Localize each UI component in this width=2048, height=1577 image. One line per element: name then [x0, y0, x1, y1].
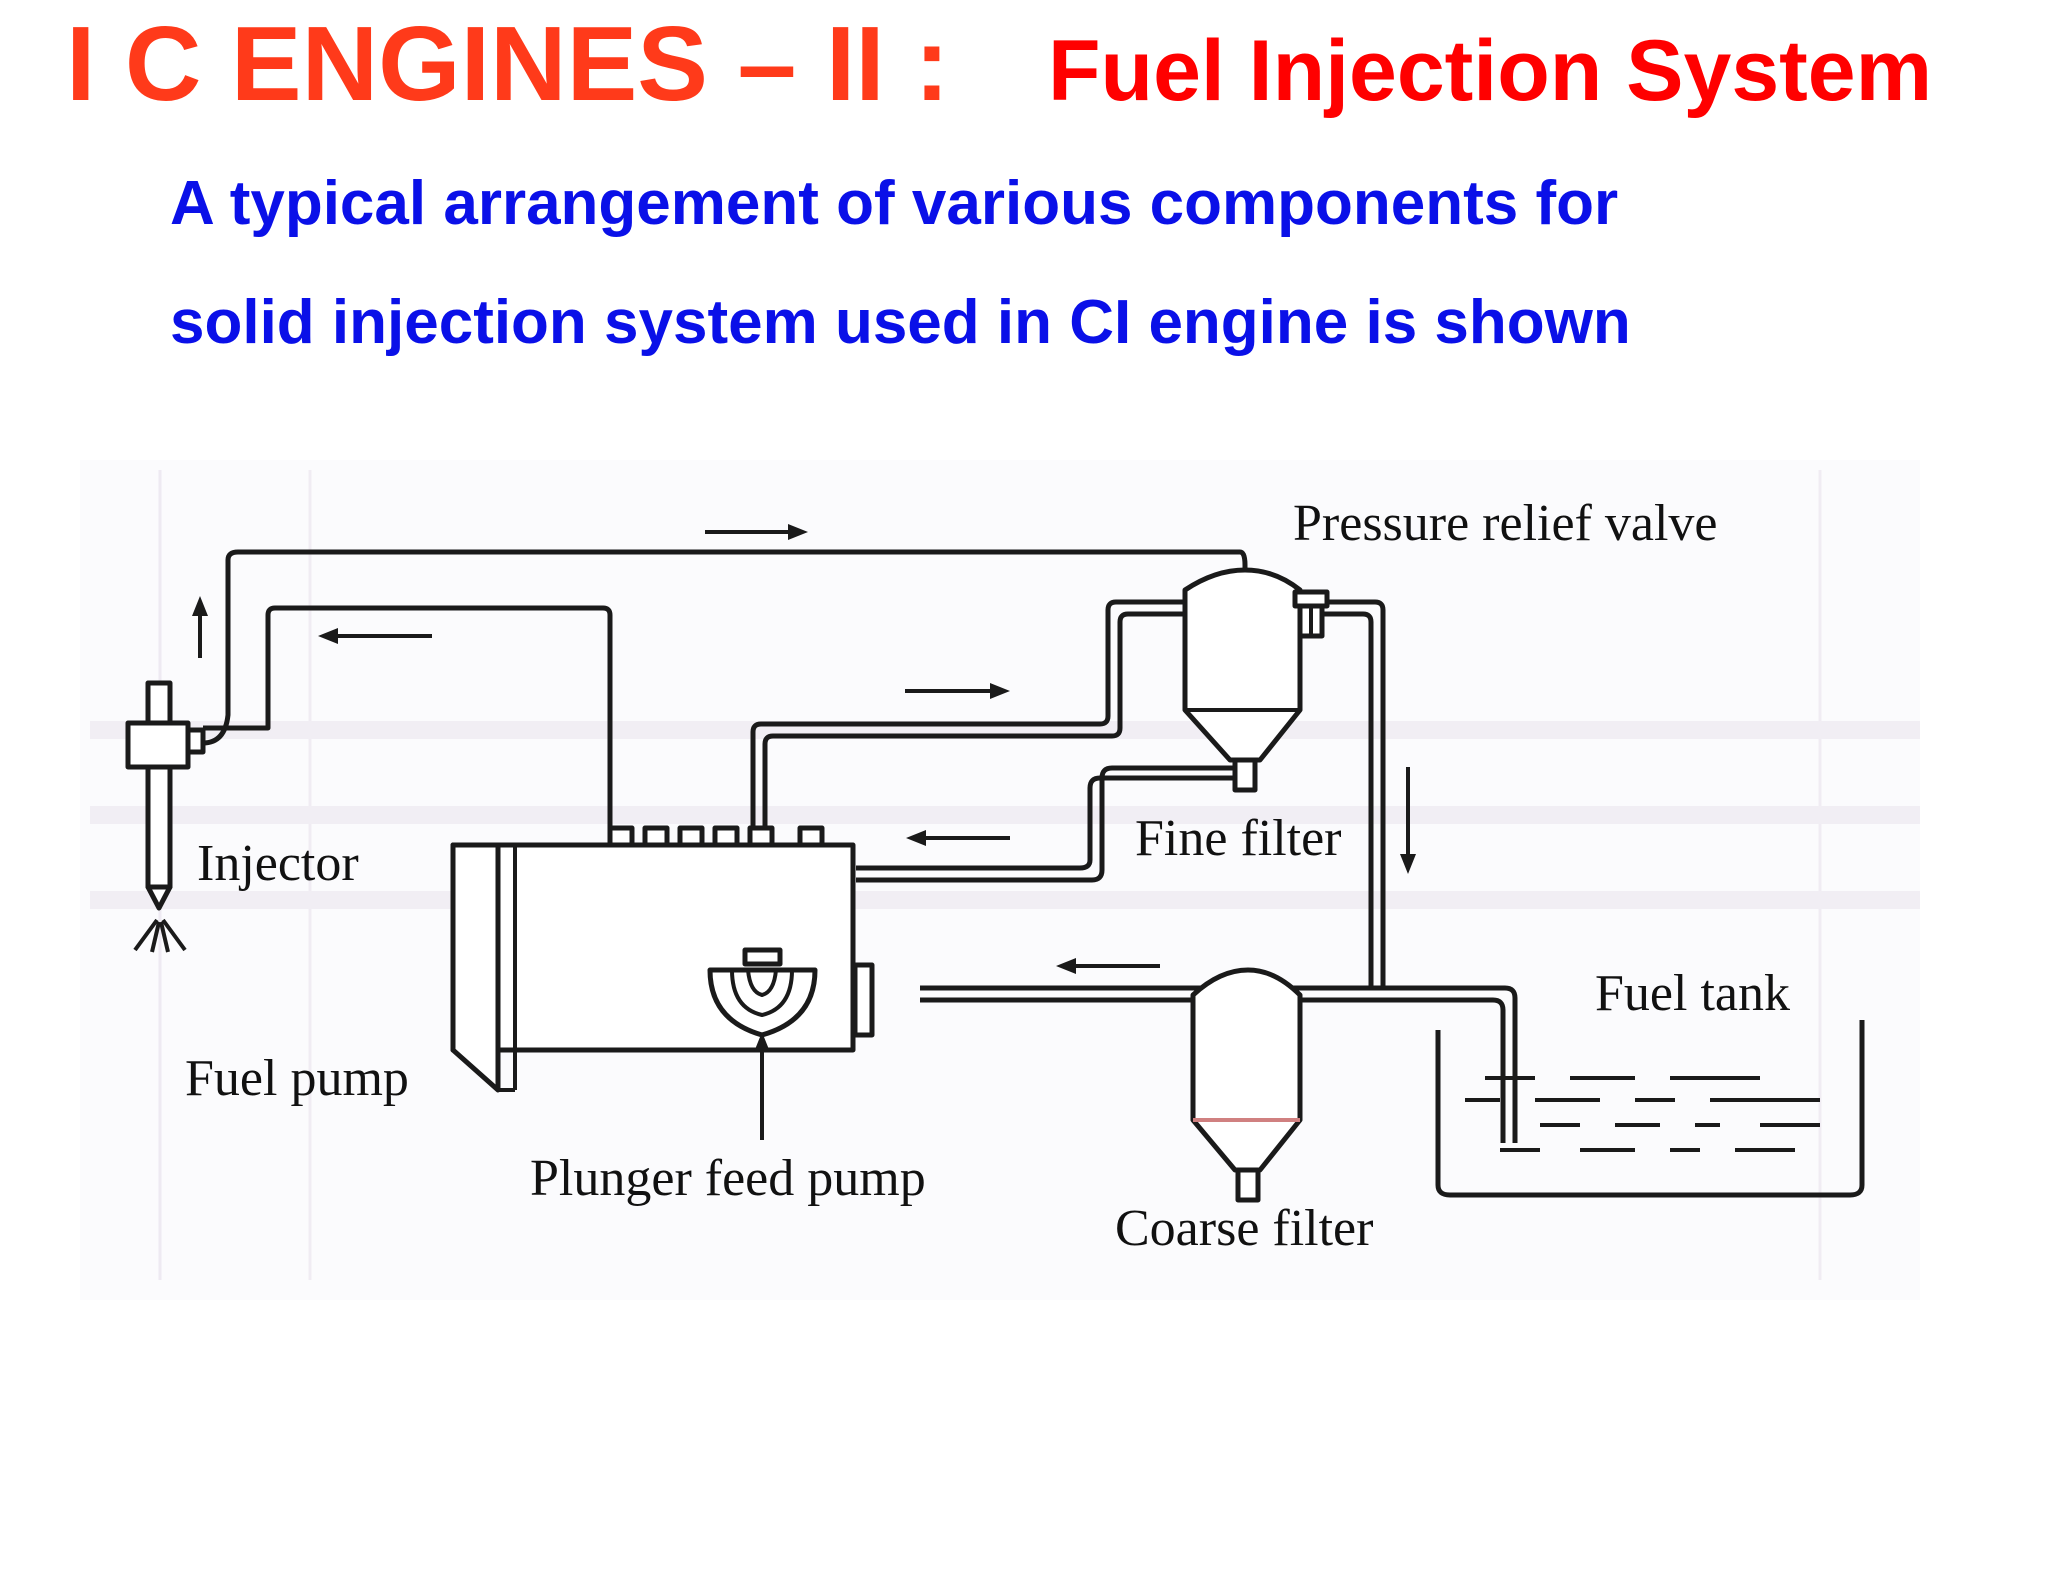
label-pressure-relief-valve: Pressure relief valve — [1293, 495, 1717, 552]
label-fuel-pump: Fuel pump — [185, 1050, 409, 1107]
label-injector: Injector — [197, 835, 359, 892]
description-line-1: A typical arrangement of various compone… — [170, 169, 1619, 238]
label-fine-filter: Fine filter — [1135, 810, 1342, 867]
arrow-to-injector-left — [318, 628, 432, 644]
coarse-filter — [1190, 967, 1303, 1203]
arrow-top-right — [705, 524, 808, 540]
pressure-relief-valve — [1292, 589, 1330, 639]
suction-pipe-inner — [920, 997, 1506, 1143]
injector-return-pipe — [202, 549, 1248, 746]
slide-title: I C ENGINES – II : — [66, 5, 950, 123]
feed-pump-to-fine-filter-pipe — [750, 599, 1185, 938]
fuel-tank — [1435, 1020, 1865, 1198]
feed-pump-to-fine-filter-pipe-inner — [762, 611, 1185, 938]
label-coarse-filter: Coarse filter — [1115, 1200, 1373, 1257]
fuel-injection-diagram: Pressure relief valve Injector Fine filt… — [80, 460, 1920, 1300]
arrow-injector-up — [192, 596, 208, 658]
high-pressure-pipe — [203, 605, 613, 830]
filtered-fuel-pipe — [856, 775, 1248, 871]
fuel-pump — [450, 825, 856, 1093]
suction-pipe — [920, 985, 1518, 1143]
slide-subtitle: Fuel Injection System — [1048, 23, 1933, 119]
filtered-fuel-pipe-inner — [856, 765, 1245, 883]
label-plunger-feed-pump: Plunger feed pump — [530, 1150, 926, 1207]
plunger-feed-pump — [707, 947, 875, 1140]
injector — [125, 680, 206, 953]
bleed-through-lines — [90, 470, 1920, 1280]
description-line-2: solid injection system used in CI engine… — [170, 288, 1631, 357]
arrow-suction-left — [1056, 958, 1160, 974]
arrow-to-pump-left — [906, 830, 1010, 846]
arrow-to-fine-filter-right — [905, 683, 1010, 699]
relief-valve-return-pipe — [1300, 599, 1386, 988]
relief-valve-return-pipe-inner — [1300, 611, 1374, 988]
arrow-return-down — [1400, 767, 1416, 874]
label-fuel-tank: Fuel tank — [1595, 965, 1790, 1022]
fine-filter — [1182, 567, 1303, 793]
